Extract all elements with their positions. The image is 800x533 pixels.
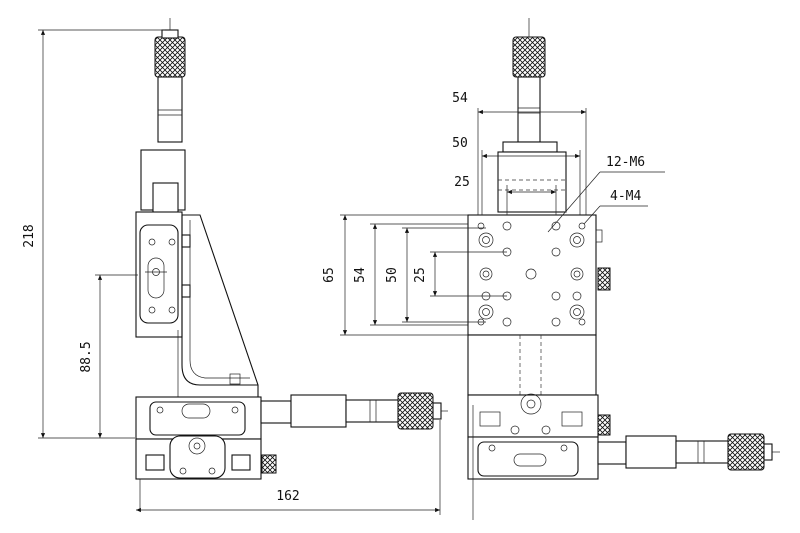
callout-label-m6: 12-M6 <box>606 155 645 170</box>
dim-height-mid: 54 <box>353 223 468 326</box>
dim-label-height-outer: 65 <box>322 267 337 283</box>
dim-label-height-small: 25 <box>413 267 428 283</box>
dim-label-height-inner: 50 <box>385 267 400 283</box>
callout-m4: 4-M4 <box>583 189 648 225</box>
horizontal-micrometer <box>260 392 448 430</box>
callout-m6: 12-M6 <box>547 155 665 233</box>
front-lower-stage <box>467 393 611 520</box>
dim-width-inner: 25 <box>454 175 557 215</box>
front-middle-body <box>467 334 597 396</box>
xy-base-stage <box>135 396 277 510</box>
dim-height-inner: 50 <box>385 227 486 323</box>
z-stage <box>135 211 191 338</box>
dim-height-outer: 65 <box>322 214 468 336</box>
dim-height-small: 25 <box>413 251 507 297</box>
dim-label-width-mid: 50 <box>452 136 468 151</box>
dim-label-overall-length: 162 <box>276 489 299 504</box>
side-view: 218 88.5 162 <box>22 18 448 515</box>
front-horizontal-micrometer <box>597 433 780 471</box>
angle-bracket <box>177 214 259 397</box>
dim-overall-height: 218 <box>22 29 165 439</box>
dim-overall-length: 162 <box>136 420 441 515</box>
dim-bracket-height: 88.5 <box>79 274 138 438</box>
front-vertical-micrometer <box>497 18 567 213</box>
dim-label-overall-height: 218 <box>22 224 37 247</box>
dim-width-outer: 54 <box>452 91 587 215</box>
mounting-holes <box>477 221 586 327</box>
vertical-micrometer <box>154 18 186 143</box>
callout-label-m4: 4-M4 <box>610 189 641 204</box>
dim-label-bracket-height: 88.5 <box>79 341 94 372</box>
dim-label-height-mid: 54 <box>353 267 368 283</box>
dim-label-width-inner: 25 <box>454 175 470 190</box>
front-view: 54 50 25 65 54 <box>322 18 780 520</box>
dim-label-width-outer: 54 <box>452 91 468 106</box>
micrometer-holder <box>140 149 186 214</box>
dim-width-mid: 50 <box>452 136 581 215</box>
front-top-plate <box>467 214 611 336</box>
